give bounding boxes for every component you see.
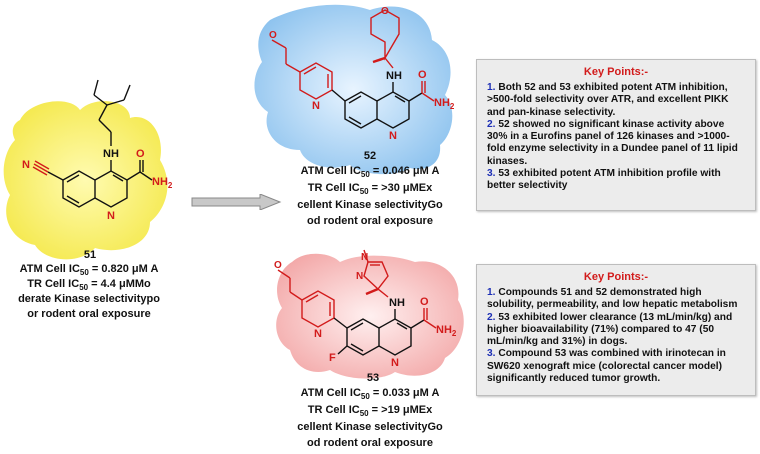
ring-n-label: N (107, 210, 115, 222)
key-points-list: 1. Compounds 51 and 52 demonstrated high… (487, 287, 745, 385)
compound-53-atm: ATM Cell IC50 = 0.033 μM A (300, 387, 440, 402)
transition-arrow (191, 194, 282, 210)
structure-52-bonds (271, 9, 435, 129)
ring-n-label: N (391, 357, 399, 369)
pyridine-n-label: N (312, 100, 320, 112)
pyridine-n-label: N (314, 328, 322, 340)
key-point-item: 2. 52 showed no significant kinase activ… (487, 118, 738, 167)
amide-o-label: O (420, 296, 429, 308)
amide-nh2-label: NH2 (434, 97, 455, 111)
blob-51 (3, 101, 168, 260)
compound-53-line4: od rodent oral exposure (307, 437, 433, 449)
key-points-box-1: Key Points:- 1. Both 52 and 53 exhibited… (476, 59, 756, 211)
oxane-o-label: O (381, 6, 389, 17)
key-point-item: 3. Compound 53 was combined with irinote… (487, 348, 726, 385)
blob-52 (254, 4, 453, 175)
key-points-title: Key Points:- (583, 66, 649, 78)
key-point-item: 2. 53 exhibited lower clearance (13 mL/m… (487, 311, 733, 348)
methoxy-o-label: O (274, 260, 282, 271)
structure-53-bonds (277, 249, 437, 356)
key-point-item: 1. Both 52 and 53 exhibited potent ATM i… (487, 82, 729, 118)
compound-52-atm: ATM Cell IC50 = 0.046 μM A (300, 165, 440, 180)
nh-label: NH (386, 70, 402, 82)
compound-53-line3: cellent Kinase selectivityGo (297, 421, 443, 433)
nh-label: NH (389, 297, 405, 309)
cn-n-label: N (22, 159, 30, 171)
key-points-box-2: Key Points:- 1. Compounds 51 and 52 demo… (476, 264, 756, 396)
compound-52-line4: od rodent oral exposure (307, 215, 433, 227)
amide-nh2-label: NH2 (436, 324, 457, 338)
fluoro-label: F (329, 352, 336, 364)
pyrazole-n1-label: N (361, 252, 368, 263)
compound-51-number: 51 (83, 249, 97, 261)
key-point-item: 3. 53 exhibited potent ATM inhibition pr… (487, 168, 721, 192)
compound-52-line3: cellent Kinase selectivityGo (297, 199, 443, 211)
compound-51-atm: ATM Cell IC50 = 0.820 μM A (19, 263, 159, 278)
blob-53 (276, 253, 464, 379)
ring-n-label: N (389, 130, 397, 142)
key-points-title: Key Points:- (583, 271, 649, 283)
compound-52-number: 52 (363, 150, 377, 162)
amide-o-label: O (418, 69, 427, 81)
compound-52-tr: TR Cell IC50 = >30 μMEx (307, 182, 433, 197)
key-point-item: 1. Compounds 51 and 52 demonstrated high… (487, 287, 738, 311)
compound-53-tr: TR Cell IC50 = >19 μMEx (307, 404, 433, 419)
amide-nh2-label: NH2 (152, 176, 173, 190)
compound-51-line3: derate Kinase selectivitypo (18, 293, 160, 305)
nh-label: NH (103, 148, 119, 160)
structure-51-bonds (32, 79, 153, 208)
compound-51-tr: TR Cell IC50 = 4.4 μMMo (27, 278, 151, 293)
methoxy-o-label: O (269, 30, 277, 41)
key-points-list: 1. Both 52 and 53 exhibited potent ATM i… (487, 82, 745, 193)
compound-53-number: 53 (366, 372, 380, 384)
amide-o-label: O (136, 148, 145, 160)
pyrazole-n2-label: N (356, 271, 363, 282)
compound-51-line4: or rodent oral exposure (27, 308, 151, 320)
